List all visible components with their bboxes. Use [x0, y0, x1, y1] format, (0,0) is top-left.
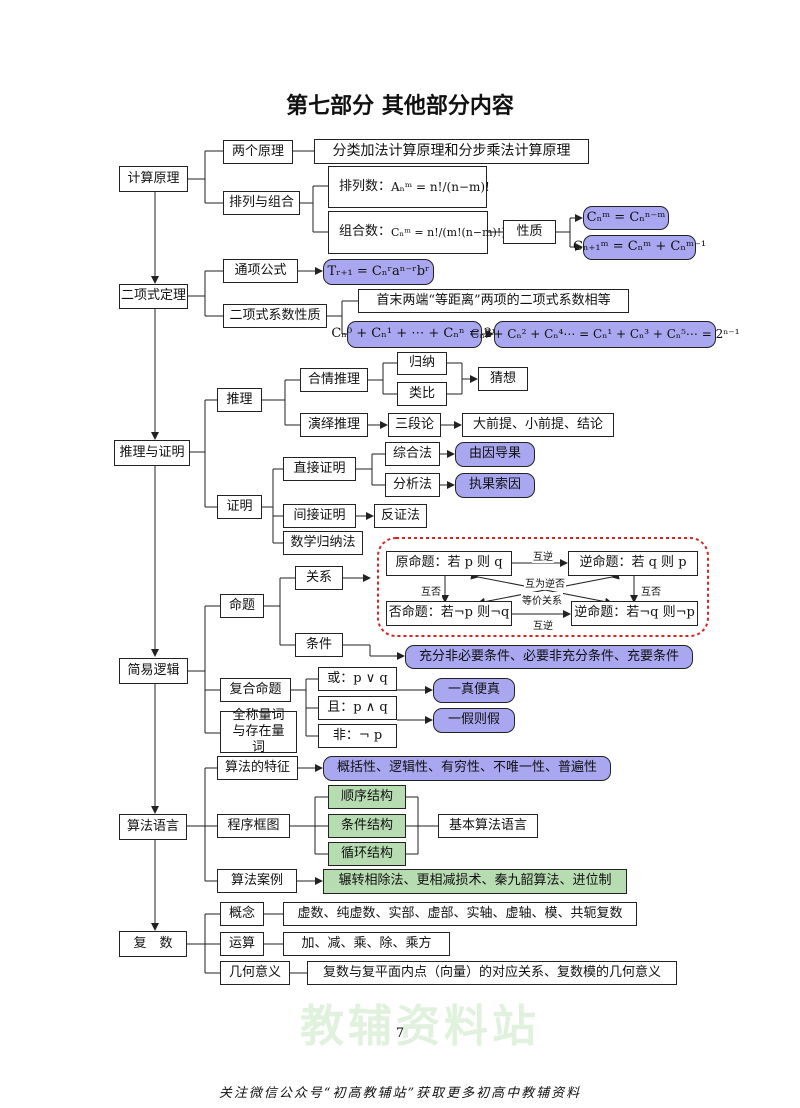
- label-converse-top: 互逆: [532, 548, 554, 563]
- page-number: 7: [395, 1026, 405, 1041]
- node-cause-effect: 由因导果: [455, 442, 535, 467]
- node-original-prop: 原命题：若 p 则 q: [386, 551, 512, 576]
- node-sequential: 顺序结构: [328, 785, 406, 809]
- node-synthesis: 综合法: [385, 442, 440, 466]
- node-analogy: 类比: [397, 382, 447, 406]
- node-deductive: 演绎推理: [300, 413, 368, 437]
- node-geometric: 几何意义: [220, 961, 290, 985]
- node-proof: 证明: [217, 495, 262, 519]
- node-proposition: 命题: [220, 594, 264, 618]
- label-negation-right: 互否: [640, 583, 662, 598]
- node-complex: 复 数: [119, 931, 187, 957]
- comb-label: 组合数：: [339, 224, 392, 240]
- node-math-induction: 数学归纳法: [283, 531, 363, 555]
- node-converse-prop: 逆命题：若 q 则 p: [568, 551, 698, 576]
- node-principles-desc: 分类加法计算原理和分步乘法计算原理: [314, 139, 589, 164]
- watermark: 教辅资料站: [300, 1001, 540, 1052]
- node-simple-logic: 简易逻辑: [119, 658, 188, 684]
- node-operations-desc: 加、减、乘、除、乘方: [283, 932, 450, 956]
- node-and: 且：p ∧ q: [318, 696, 397, 720]
- label-negation-left: 互否: [420, 583, 442, 598]
- node-one-true: 一真便真: [433, 678, 515, 703]
- node-operations: 运算: [220, 932, 264, 956]
- node-contradiction: 反证法: [374, 504, 427, 528]
- label-equivalent: 等价关系: [521, 592, 563, 607]
- node-combination: 组合数： Cₙᵐ = n!/(m!(n−m)!): [328, 211, 506, 254]
- node-contrapositive-prop: 逆命题：若¬q 则¬p: [571, 601, 698, 626]
- node-prop-pascal: Cₙ₊₁ᵐ = Cₙᵐ + Cₙᵐ⁻¹: [573, 235, 706, 260]
- node-conditional: 条件结构: [328, 814, 406, 838]
- node-plausible: 合情推理: [300, 368, 368, 392]
- node-basic-lang: 基本算法语言: [438, 814, 538, 838]
- node-prop-symmetry: Cₙᵐ = Cₙⁿ⁻ᵐ: [583, 206, 669, 230]
- node-counting-principles: 计算原理: [119, 166, 188, 192]
- node-geometric-desc: 复数与复平面内点（向量）的对应关系、复数模的几何意义: [307, 961, 677, 985]
- node-relation: 关系: [295, 566, 343, 590]
- node-concept: 概念: [220, 902, 264, 926]
- page-title: 第七部分 其他部分内容: [286, 94, 514, 119]
- node-features: 算法的特征: [217, 756, 298, 780]
- node-features-desc: 概括性、逻辑性、有穷性、不唯一性、普遍性: [323, 756, 611, 781]
- node-general-formula: Tᵣ₊₁ = Cₙʳaⁿ⁻ʳbʳ: [323, 259, 434, 285]
- node-perm-comb: 排列与组合: [223, 191, 300, 215]
- label-contrapositive: 互为逆否: [524, 575, 566, 590]
- node-two-principles: 两个原理: [223, 140, 293, 164]
- node-indirect-proof: 间接证明: [283, 504, 356, 528]
- node-sum-odd-even: Cₙ⁰ + Cₙ² + Cₙ⁴⋯ = Cₙ¹ + Cₙ³ + Cₙ⁵⋯ = 2ⁿ…: [470, 321, 740, 348]
- node-condition: 条件: [295, 633, 343, 657]
- node-analysis: 分析法: [385, 473, 440, 497]
- node-inverse-prop: 否命题：若¬p 则¬q: [386, 601, 512, 626]
- node-binomial-theorem: 二项式定理: [119, 284, 188, 309]
- node-symmetric-coeff: 首末两端“等距离”两项的二项式系数相等: [358, 289, 629, 313]
- node-or: 或：p ∨ q: [318, 667, 397, 691]
- node-direct-proof: 直接证明: [283, 457, 356, 481]
- node-permutation: 排列数： Aₙᵐ = n!/(n−m)!: [328, 166, 490, 208]
- node-quantifier: 全称量词与存在量词: [220, 708, 297, 755]
- node-cases: 算法案例: [217, 869, 297, 893]
- node-flowchart: 程序框图: [217, 814, 290, 838]
- node-not: 非：¬ p: [318, 724, 397, 748]
- perm-formula: Aₙᵐ = n!/(n−m)!: [391, 179, 490, 194]
- label-converse-bottom: 互逆: [532, 617, 554, 632]
- node-compound: 复合命题: [220, 678, 291, 702]
- node-syllogism: 三段论: [388, 413, 441, 437]
- node-cases-desc: 辗转相除法、更相减损术、秦九韶算法、进位制: [323, 869, 627, 894]
- node-seek-cause: 执果索因: [455, 473, 535, 498]
- node-conditions-desc: 充分非必要条件、必要非充分条件、充要条件: [405, 645, 693, 669]
- comb-formula: Cₙᵐ = n!/(m!(n−m)!): [391, 225, 506, 239]
- node-sum-all: Cₙ⁰ + Cₙ¹ + ⋯ + Cₙⁿ = 2ⁿ: [331, 321, 498, 348]
- node-concept-desc: 虚数、纯虚数、实部、虚部、实轴、虚轴、模、共轭复数: [283, 902, 637, 926]
- node-induction: 归纳: [397, 352, 447, 375]
- node-coeff-props: 二项式系数性质: [223, 304, 327, 328]
- node-loop: 循环结构: [328, 842, 406, 866]
- node-one-false: 一假则假: [433, 708, 515, 733]
- node-general-term: 通项公式: [223, 259, 298, 283]
- node-premises: 大前提、小前提、结论: [462, 413, 614, 437]
- relation-frame: [377, 537, 709, 637]
- perm-label: 排列数：: [339, 178, 392, 194]
- footer-note: 关注微信公众号“初高教辅站”获取更多初高中教辅资料: [218, 1086, 582, 1101]
- node-properties: 性质: [503, 220, 556, 244]
- node-conjecture: 猜想: [478, 367, 528, 391]
- node-reasoning-proof: 推理与证明: [114, 440, 190, 466]
- node-algorithm: 算法语言: [119, 814, 187, 840]
- node-reasoning: 推理: [217, 388, 262, 412]
